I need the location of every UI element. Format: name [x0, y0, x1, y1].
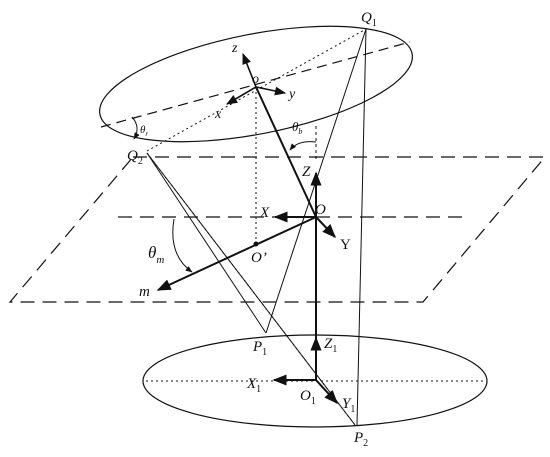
label-O1: O1 — [300, 388, 316, 407]
label-Y: Y — [340, 237, 351, 253]
line-Q1-P2 — [356, 28, 367, 426]
theta-m-arc — [172, 218, 193, 273]
shaft-upper — [255, 86, 317, 218]
label-x-small: x — [214, 107, 222, 122]
theta-b-arc — [289, 141, 317, 151]
theta-r-arc — [131, 116, 140, 140]
label-Y1: Y1 — [342, 396, 355, 415]
label-theta-m: θm — [148, 243, 164, 266]
z-axis-arrow — [242, 52, 257, 88]
y-axis-arrow — [255, 86, 287, 96]
Y1-axis-arrow — [315, 379, 338, 405]
label-z-small: z — [231, 41, 238, 56]
label-X1: X1 — [246, 376, 261, 395]
label-O: O — [315, 202, 326, 218]
label-theta-b: θb — [292, 119, 302, 136]
label-Z: Z — [302, 164, 311, 180]
line-Q2-P2 — [146, 152, 356, 426]
label-X: X — [259, 205, 270, 221]
top-ellipse — [99, 25, 413, 143]
point-O-prime — [253, 241, 259, 247]
Y-axis-arrow — [315, 216, 336, 239]
label-m: m — [139, 284, 150, 300]
label-Z1: Z1 — [324, 336, 337, 355]
label-theta-r: θr — [140, 124, 148, 138]
x-axis-arrow — [226, 86, 257, 105]
label-O-prime: O’ — [251, 250, 267, 266]
label-P1: P1 — [252, 339, 267, 358]
label-o-small: o — [252, 72, 259, 87]
m-axis-arrow — [156, 216, 317, 291]
label-y-small: y — [287, 87, 296, 102]
label-Q1: Q1 — [361, 10, 377, 29]
line-Q2-P1 — [146, 152, 267, 334]
label-P2: P2 — [353, 430, 368, 449]
label-Q2: Q2 — [127, 148, 143, 167]
dashed-plane — [8, 156, 547, 303]
